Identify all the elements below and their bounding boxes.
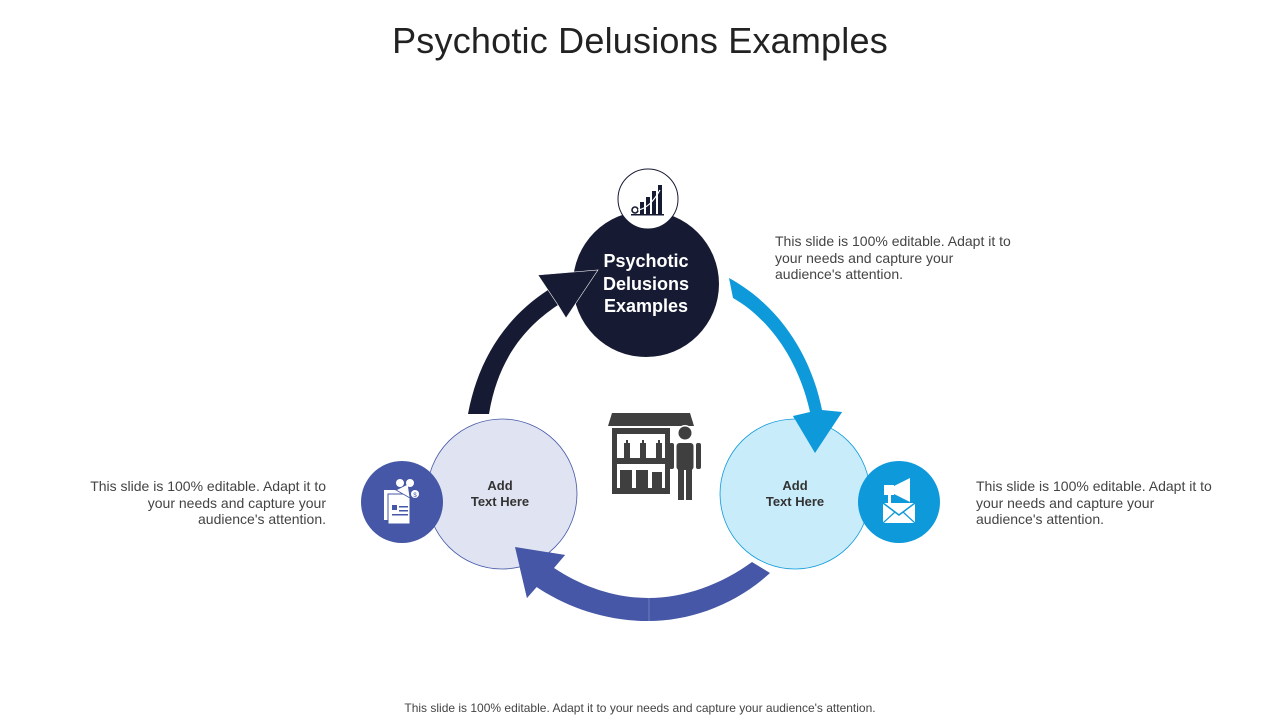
description-line: This slide is 100% editable. Adapt it to <box>976 478 1212 494</box>
description-line: your needs and capture your <box>147 494 326 511</box>
description-top-right: This slide is 100% editable. Adapt it to… <box>775 233 1025 283</box>
description-line: your needs and capture your <box>976 494 1155 511</box>
left-node-label: Add Text Here <box>450 478 550 510</box>
description-line: This slide is 100% editable. Adapt it to <box>90 478 326 494</box>
description-left: This slide is 100% editable. Adapt it to… <box>76 478 326 528</box>
slide-title: Psychotic Delusions Examples <box>392 20 888 61</box>
description-line: audience's attention. <box>775 266 903 282</box>
center-node-circle[interactable] <box>573 211 719 357</box>
description-line: your needs and capture your <box>775 249 954 266</box>
email-marketing-megaphone-icon <box>858 461 940 543</box>
shop-vendor-person-icon <box>608 413 701 500</box>
arrow-right-to-left-tip <box>515 547 565 598</box>
arrow-top-to-right <box>729 278 842 453</box>
description-right: This slide is 100% editable. Adapt it to… <box>976 478 1226 528</box>
arrow-right-to-left <box>515 547 770 621</box>
right-node-label: Add Text Here <box>745 478 845 510</box>
description-line: This slide is 100% editable. Adapt it to <box>775 233 1011 249</box>
right-node-label-line-1: Add <box>782 478 808 493</box>
arrow-left-to-top-tip <box>537 269 599 319</box>
center-node-label-line-3: Examples <box>603 296 689 316</box>
center-node-label: Psychotic Delusions Examples <box>576 250 716 318</box>
center-node-label-line-2: Delusions <box>602 273 690 294</box>
center-node-label-line-1: Psychotic <box>603 251 689 271</box>
left-node-label-line-2: Text Here <box>470 494 530 509</box>
svg-text:$: $ <box>413 493 417 499</box>
footer-note: This slide is 100% editable. Adapt it to… <box>404 701 876 715</box>
growth-chart-icon <box>617 168 679 230</box>
description-line: audience's attention. <box>198 511 326 527</box>
left-node-label-line-1: Add <box>487 478 513 493</box>
arrow-top-to-right-tip <box>793 412 842 453</box>
marketing-documents-icon: $ <box>361 461 443 543</box>
description-line: audience's attention. <box>976 511 1104 527</box>
right-node-label-line-2: Text Here <box>765 494 825 509</box>
